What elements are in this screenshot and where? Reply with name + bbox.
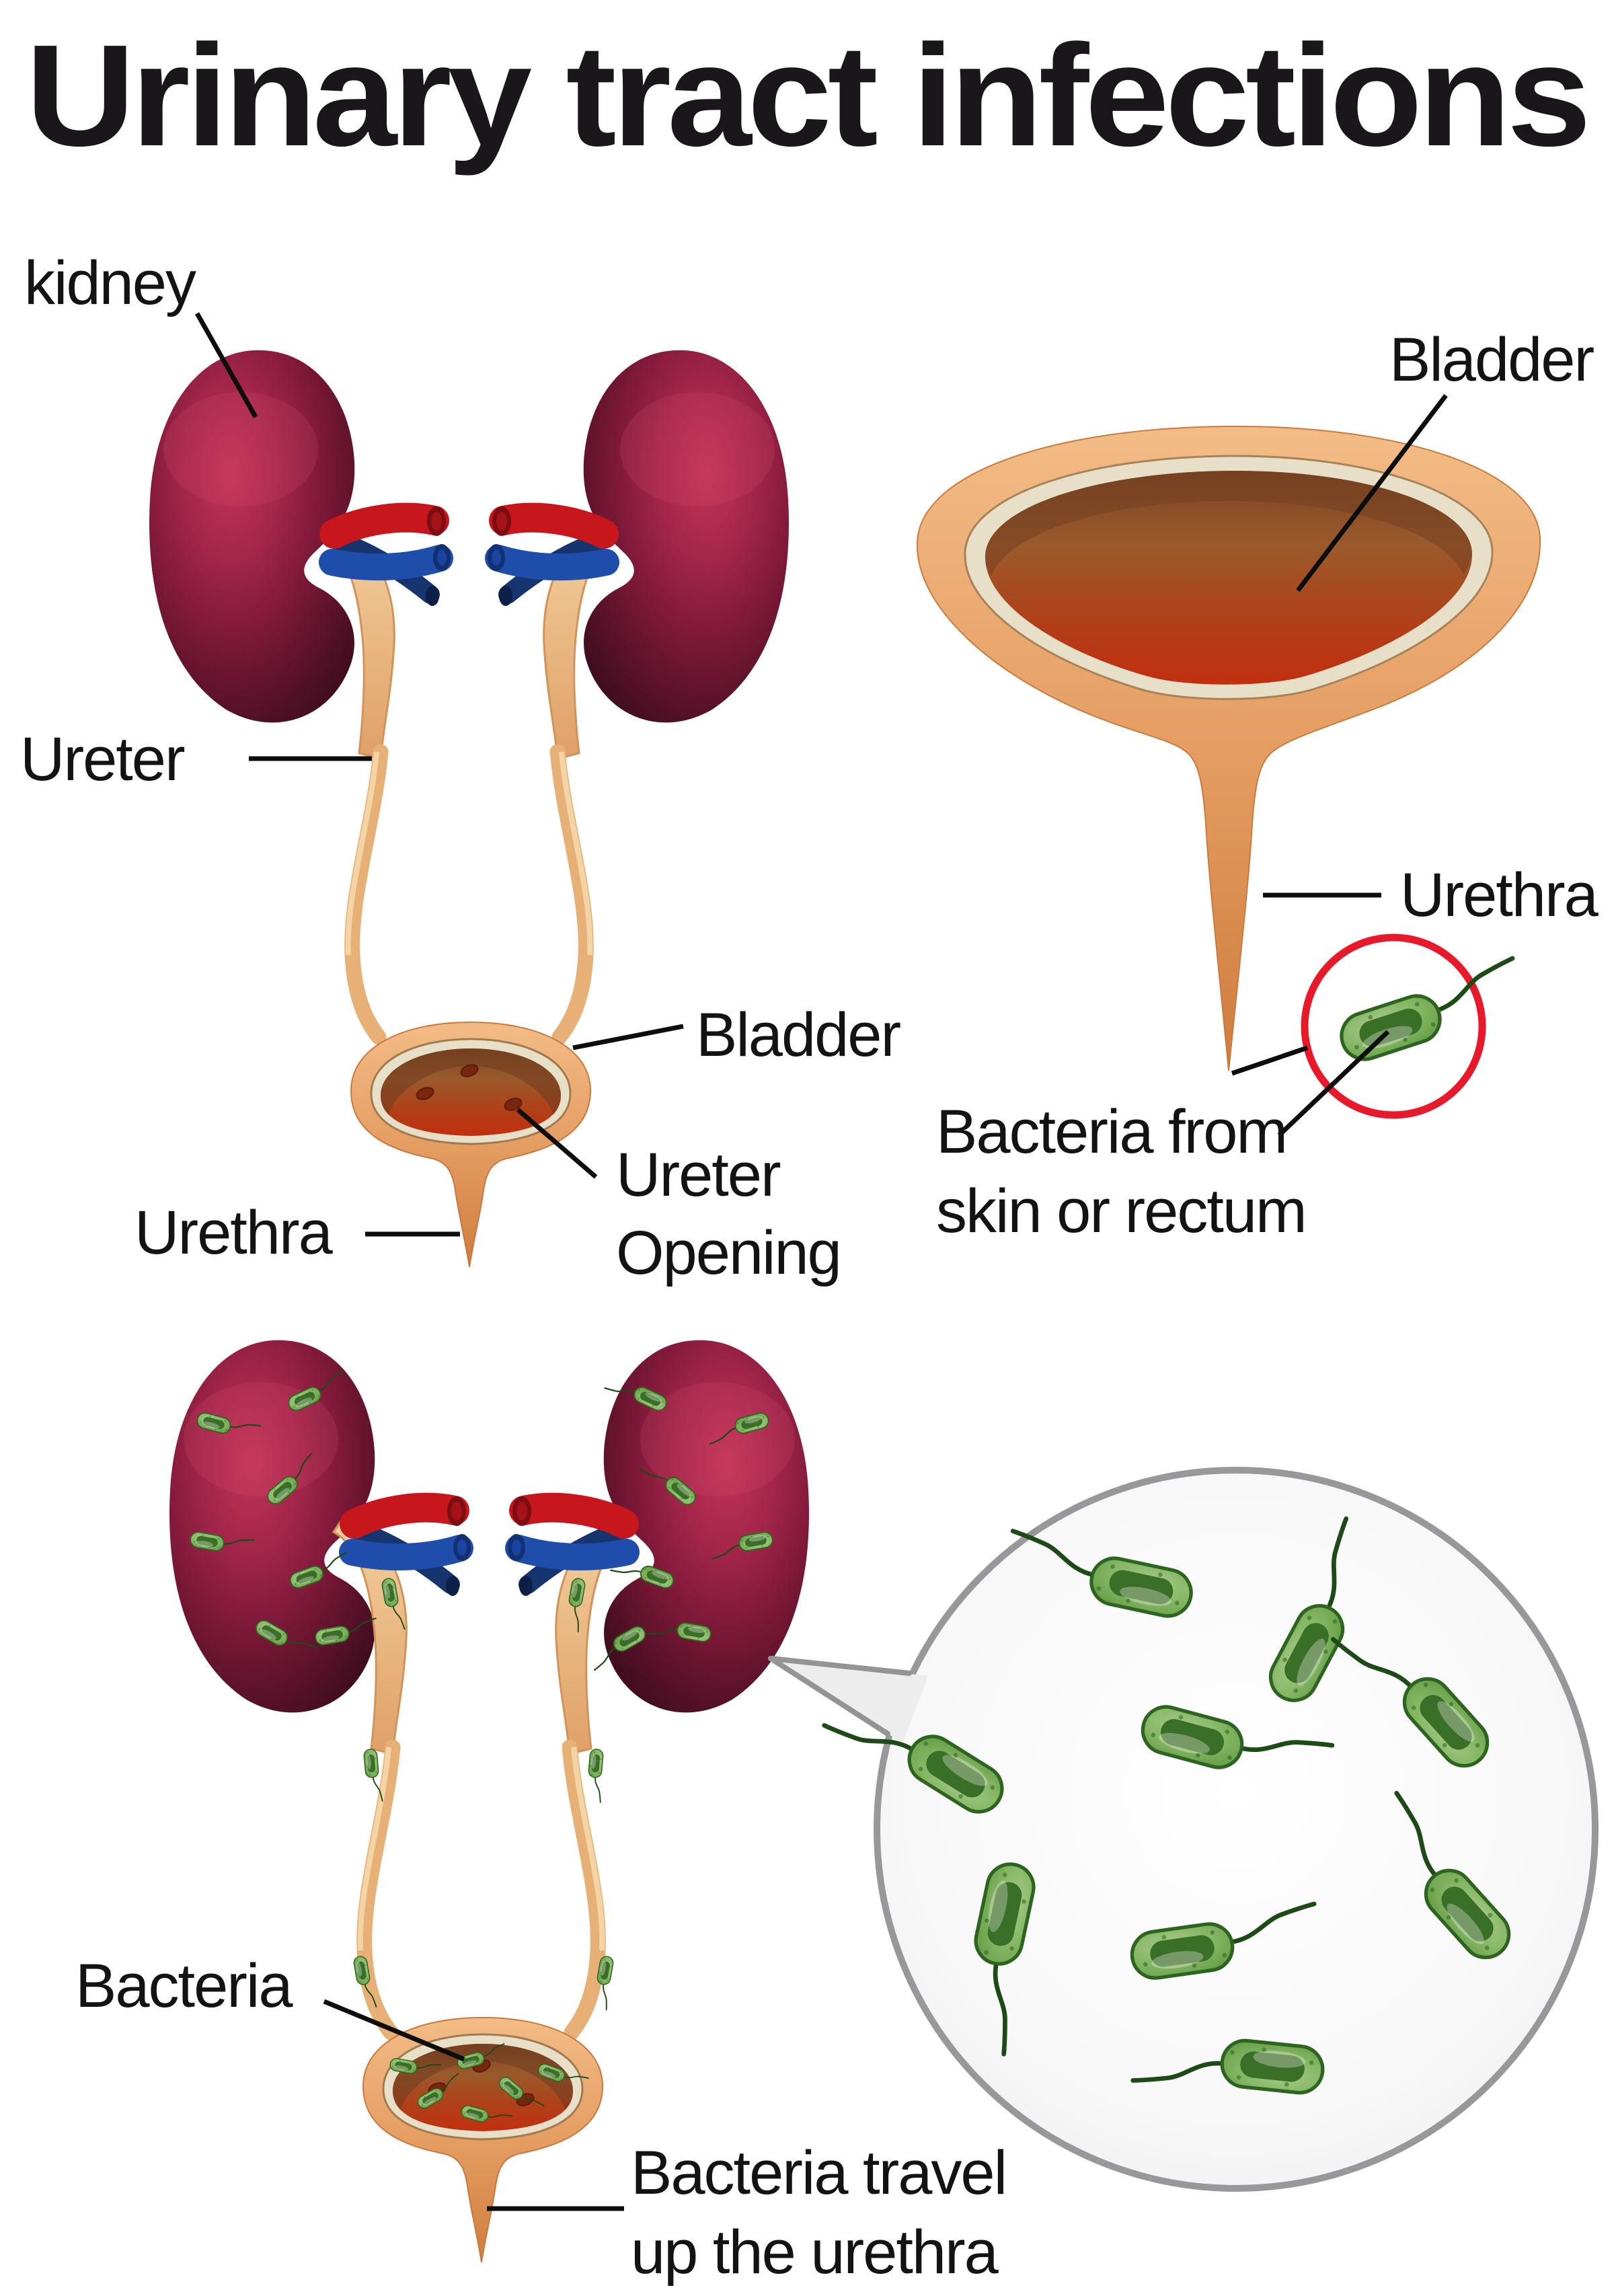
- ureter-opening-pointer-line: [516, 1108, 598, 1179]
- bacteria-source-pointer-line: [1277, 1030, 1390, 1137]
- bacteria-label: Bacteria: [75, 1952, 293, 2020]
- closeup-bladder-pointer-line: [1296, 393, 1448, 592]
- bacteria-pointer-line: [323, 1999, 465, 2062]
- closeup-bladder-label: Bladder: [1389, 326, 1594, 394]
- bacteria-travel-label-line1: Bacteria travel: [631, 2139, 1006, 2207]
- closeup-urethra-label: Urethra: [1400, 861, 1599, 929]
- ureter-opening-label-line2: Opening: [616, 1219, 841, 1287]
- ureter-label: Ureter: [20, 725, 185, 794]
- bacterium: [1334, 958, 1529, 1065]
- bacteria-travel-label-line2: up the urethra: [631, 2218, 999, 2287]
- ureter-opening-label-line1: Ureter: [616, 1141, 781, 1209]
- panel-urinary-system: [149, 350, 789, 1268]
- pointer-lines: [194, 312, 1448, 2211]
- bacteria-source-label-line1: Bacteria from: [936, 1098, 1286, 1166]
- magnifier-tail: [768, 1656, 928, 1743]
- magnifier-circle: [874, 1467, 1599, 2192]
- urethra-to-circle-pointer-line: [1231, 1045, 1309, 1076]
- bladder-label: Bladder: [696, 1001, 900, 1069]
- bladder-pointer-line: [572, 1024, 684, 1050]
- bacteria-source-label-line2: skin or rectum: [936, 1177, 1306, 1246]
- kidney-label: kidney: [24, 249, 196, 317]
- panel-bladder-closeup: [916, 425, 1541, 1119]
- page-title: Urinary tract infections: [26, 14, 1587, 176]
- kidney-pointer-line: [194, 312, 258, 418]
- panel-infected-system: [169, 1340, 1599, 2264]
- urethra-label: Urethra: [134, 1198, 334, 1267]
- alert-circle: [1301, 933, 1486, 1119]
